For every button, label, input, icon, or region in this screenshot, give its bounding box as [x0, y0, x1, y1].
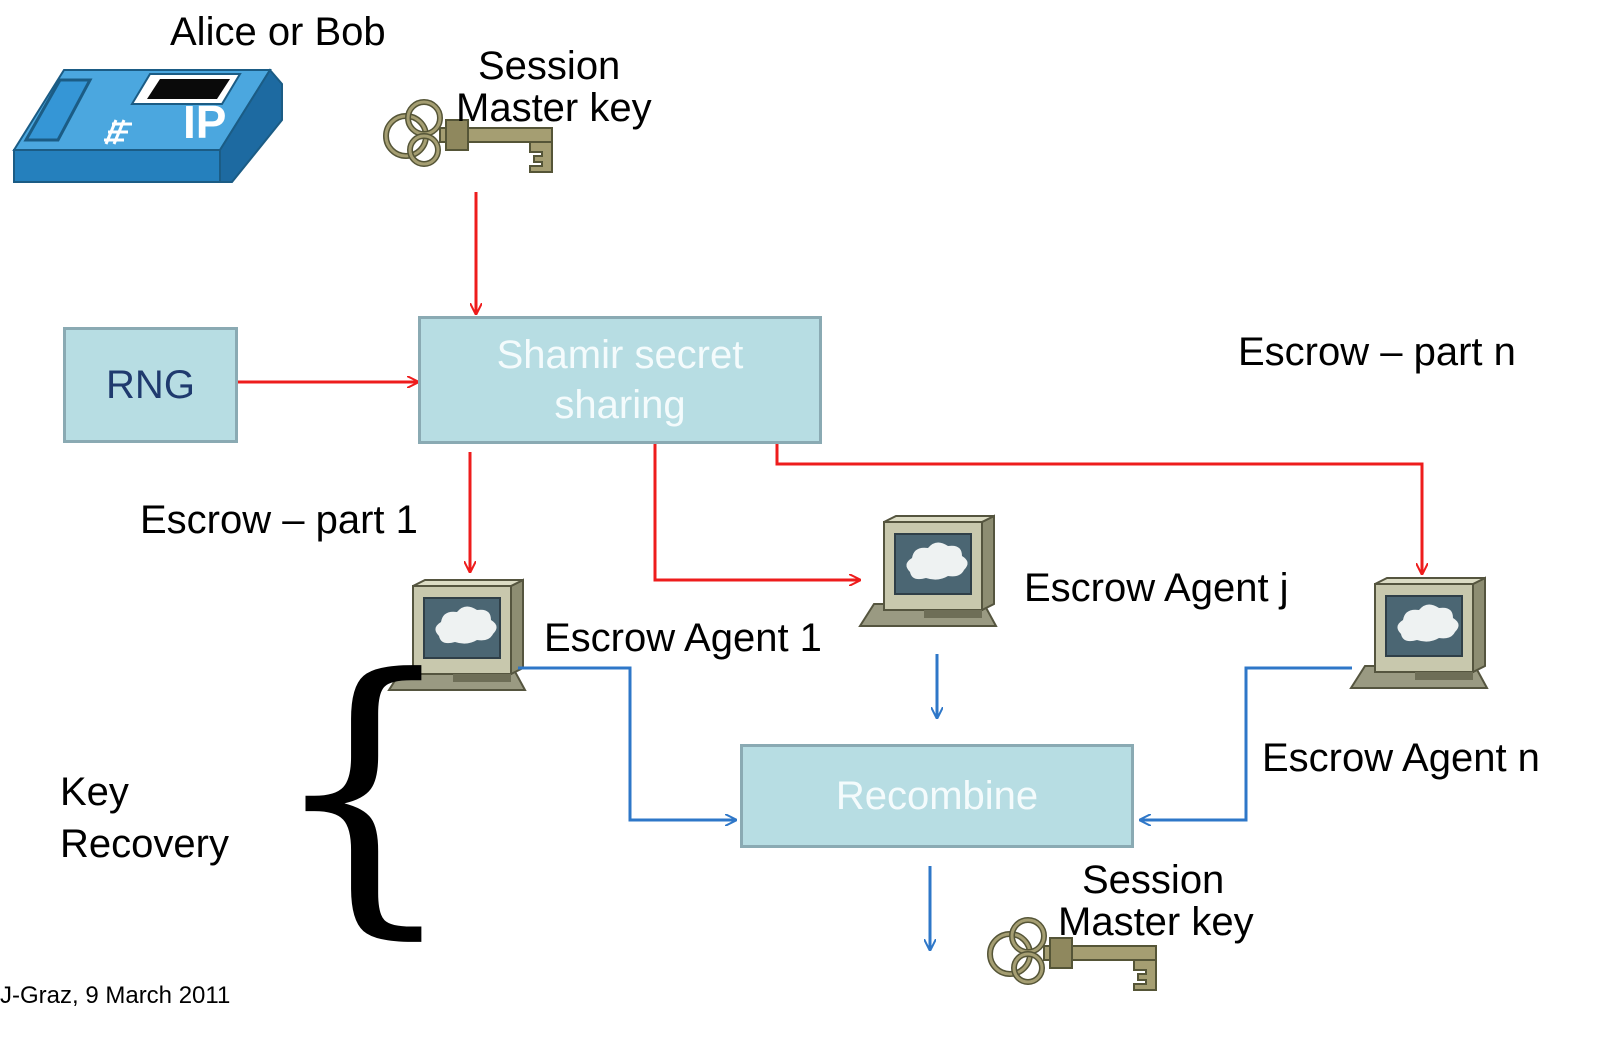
rng-label: RNG: [106, 363, 195, 407]
shamir-label-1: Shamir secret: [496, 333, 744, 377]
ip-phone-icon: [12, 68, 283, 183]
escrow-part-1-label: Escrow – part 1: [140, 498, 418, 542]
escrow-agent-j-computer-icon: [859, 515, 997, 627]
recombine-label: Recombine: [835, 774, 1039, 818]
phone-caption: Alice or Bob: [170, 10, 386, 54]
arrow-agent-n-to-recombine: [1140, 666, 1352, 820]
key-recovery-label-1: Key: [60, 770, 129, 814]
arrow-shamir-to-agent-n: [775, 442, 1422, 574]
arrow-agent-1-to-recombine: [518, 666, 736, 820]
escrow-agent-j-label: Escrow Agent j: [1024, 566, 1289, 610]
recombine-box: Recombine: [740, 744, 1134, 848]
shamir-label-2: sharing: [554, 383, 686, 427]
key-recovery-label-2: Recovery: [60, 822, 229, 866]
escrow-agent-n-computer-icon: [1350, 577, 1488, 689]
phone-ip-label: IP: [183, 96, 227, 148]
footer-date: J-Graz, 9 March 2011: [0, 982, 231, 1009]
arrow-shamir-to-agent-j: [653, 442, 860, 580]
session-key-top-label-1: Session: [478, 44, 621, 88]
key-recovery-brace: {: [268, 615, 459, 964]
session-key-bottom-label-1: Session: [1082, 858, 1225, 902]
rng-box: RNG: [63, 327, 238, 443]
shamir-secret-sharing-box: Shamir secret sharing: [418, 316, 822, 444]
escrow-agent-n-label: Escrow Agent n: [1262, 736, 1540, 780]
escrow-part-n-label: Escrow – part n: [1238, 330, 1516, 374]
escrow-agent-1-label: Escrow Agent 1: [544, 616, 822, 660]
session-key-bottom-label-2: Master key: [1058, 900, 1254, 944]
session-key-top-label-2: Master key: [456, 86, 652, 130]
